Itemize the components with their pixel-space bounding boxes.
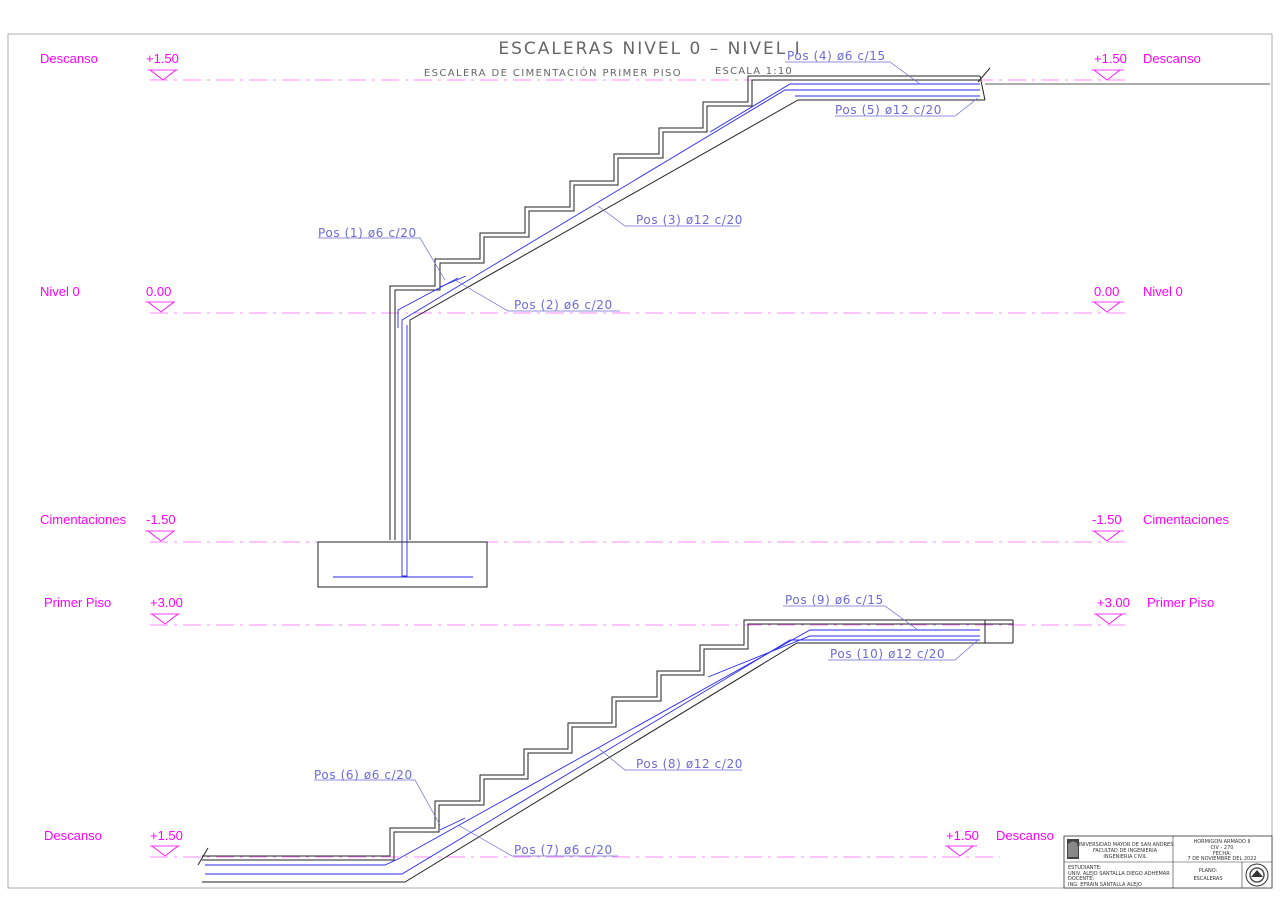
tb-university: UNIVERSIDAD MAYOR DE SAN ANDRES xyxy=(1077,842,1174,848)
drawing-title: ESCALERAS NIVEL 0 – NIVEL I xyxy=(498,39,801,59)
university-seal-icon xyxy=(1067,839,1079,859)
level-value-right: +3.00 xyxy=(1097,595,1130,610)
level-name-left: Descanso xyxy=(40,51,98,66)
level-value-right: +1.50 xyxy=(946,828,979,843)
level-name-right: Cimentaciones xyxy=(1143,512,1229,527)
rebar-label-pos1: Pos (1) ø6 c/20 xyxy=(318,226,417,240)
footing xyxy=(317,541,488,588)
level-value-right: -1.50 xyxy=(1092,512,1122,527)
tb-teacher-label: DOCENTE: xyxy=(1068,876,1094,882)
level-nivel0: Nivel 0 0.00 0.00 Nivel 0 xyxy=(40,284,1183,314)
rebar-label-pos4: Pos (4) ø6 c/15 xyxy=(787,49,886,63)
level-name-right: Nivel 0 xyxy=(1143,284,1183,299)
level-descanso-bottom: Descanso +1.50 +1.50 Descanso xyxy=(44,828,1054,858)
tb-faculty: FACULTAD DE INGENIERIA xyxy=(1093,848,1158,854)
level-cimentaciones: Cimentaciones -1.50 -1.50 Cimentaciones xyxy=(40,512,1229,543)
tb-course: HORMIGON ARMADO II xyxy=(1193,839,1250,845)
level-value-left: -1.50 xyxy=(146,512,176,527)
sheet-border xyxy=(7,33,1273,889)
level-name-left: Descanso xyxy=(44,828,102,843)
drawing-subtitle: ESCALERA DE CIMENTACIÓN PRIMER PISO xyxy=(424,66,682,79)
tb-date-label: FECHA: xyxy=(1213,851,1232,857)
level-value-left: 0.00 xyxy=(146,284,171,299)
tb-student: UNIV. ALEJO SANTALLA DIEGO ADHEMAR xyxy=(1068,871,1170,877)
tb-date: 7 DE NOVIEMBRE DEL 2022 xyxy=(1187,856,1256,862)
title-block: UNIVERSIDAD MAYOR DE SAN ANDRES FACULTAD… xyxy=(1063,835,1273,889)
level-primer-piso: Primer Piso +3.00 +3.00 Primer Piso xyxy=(44,595,1214,626)
level-name-left: Cimentaciones xyxy=(40,512,126,527)
tb-teacher: ING. EFRAIN SANTALLA ALEJO xyxy=(1068,882,1142,888)
upper-stair-section: Pos (1) ø6 c/20 Pos (2) ø6 c/20 Pos (3) … xyxy=(317,49,991,588)
level-value-right: +1.50 xyxy=(1094,51,1127,66)
rebar-label-pos6: Pos (6) ø6 c/20 xyxy=(314,768,413,782)
drawing-scale: ESCALA 1:10 xyxy=(715,66,793,77)
level-name-right: Descanso xyxy=(996,828,1054,843)
level-descanso-top: Descanso +1.50 +1.50 Descanso xyxy=(40,51,1270,85)
tb-plan-label: PLANO: xyxy=(1199,868,1218,874)
rebar-label-pos9: Pos (9) ø6 c/15 xyxy=(785,593,884,607)
level-value-left: +3.00 xyxy=(150,595,183,610)
tb-plan: ESCALERAS xyxy=(1193,876,1222,882)
rebar-label-pos3: Pos (3) ø12 c/20 xyxy=(636,213,743,227)
level-name-right: Descanso xyxy=(1143,51,1201,66)
rebar-label-pos7: Pos (7) ø6 c/20 xyxy=(514,843,613,857)
tb-course-code: CIV - 270 xyxy=(1211,845,1234,851)
level-name-left: Primer Piso xyxy=(44,595,111,610)
level-name-left: Nivel 0 xyxy=(40,284,80,299)
tb-student-label: ESTUDIANTE: xyxy=(1068,865,1102,871)
rebar-label-pos2: Pos (2) ø6 c/20 xyxy=(514,298,613,312)
tb-career: INGENIERIA CIVIL xyxy=(1103,854,1146,860)
level-name-right: Primer Piso xyxy=(1147,595,1214,610)
lower-stair-section: Pos (6) ø6 c/20 Pos (7) ø6 c/20 Pos (8) … xyxy=(197,593,1014,883)
rebar-label-pos5: Pos (5) ø12 c/20 xyxy=(835,103,942,117)
level-value-left: +1.50 xyxy=(146,51,179,66)
rebar-label-pos8: Pos (8) ø12 c/20 xyxy=(636,757,743,771)
faculty-seal-icon xyxy=(1245,863,1269,887)
level-value-right: 0.00 xyxy=(1094,284,1119,299)
level-value-left: +1.50 xyxy=(150,828,183,843)
rebar-label-pos10: Pos (10) ø12 c/20 xyxy=(830,647,945,661)
